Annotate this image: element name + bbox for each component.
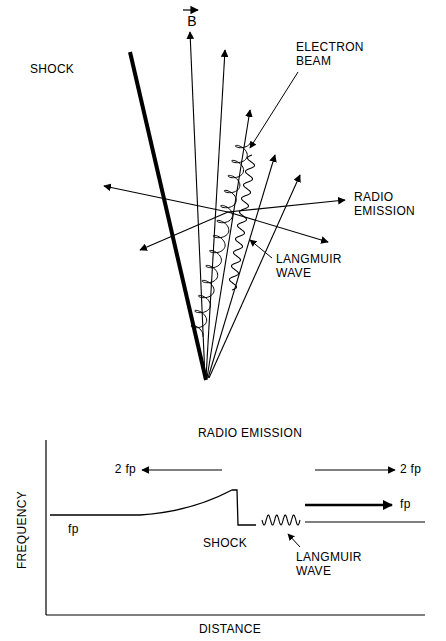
emission-arrow (142, 469, 222, 470)
langmuir-wave (230, 155, 255, 290)
field-lines (190, 32, 300, 378)
text-label: 2 fp (400, 462, 440, 476)
text-label: fp (68, 522, 108, 536)
text-label: SHOCK (190, 536, 260, 550)
text-label: 2 fp (96, 462, 136, 476)
leader-line (250, 72, 298, 148)
text-label: RADIO EMISSION (170, 426, 330, 440)
emission-arrow (315, 469, 395, 470)
plot-axes (46, 440, 425, 615)
emission-arrow (305, 504, 392, 507)
text-label: DISTANCE (185, 622, 275, 636)
leader-line (288, 534, 300, 547)
text-label: RADIO EMISSION (354, 190, 434, 218)
langmuir-wave (262, 515, 300, 525)
vector-arrow (183, 9, 198, 10)
text-label: FREQUENCY (15, 490, 29, 570)
shock-front (130, 52, 206, 380)
text-label: B (182, 13, 202, 29)
text-label: ELECTRON BEAM (296, 40, 374, 68)
text-label: LANGMUIR WAVE (296, 550, 376, 578)
text-label: LANGMUIR WAVE (276, 252, 356, 280)
leader-line (250, 240, 272, 258)
text-label: fp (400, 497, 440, 511)
frequency-curve (305, 521, 425, 522)
frequency-curve (50, 490, 256, 525)
text-label: SHOCK (30, 62, 100, 76)
emission-arrows (104, 186, 345, 250)
electron-helix (191, 142, 251, 337)
